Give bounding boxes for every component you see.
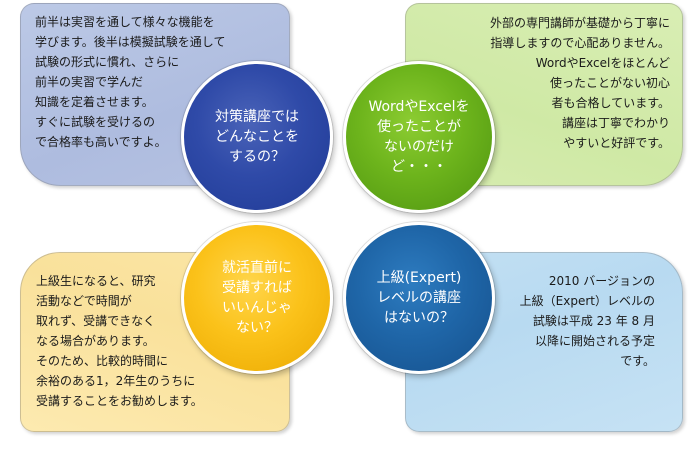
question-circle-timing: 就活直前に 受講すれば いいんじゃ ない？ <box>181 222 333 374</box>
question-beginner: WordやExcelを 使ったことが ないのだけ ど・・・ <box>368 99 470 175</box>
question-expert-level: 上級(Expert) レベルの講座 はないの？ <box>376 270 462 326</box>
answer-course-content: 前半は実習を通して様々な機能を 学びます。後半は模擬試験を通して 試験の形式に慣… <box>35 15 226 149</box>
answer-timing: 上級生になると、研究 活動などで時間が 取れず、受講できなく なる場合があります… <box>36 274 203 408</box>
question-course-content: 対策講座では どんなことを するの？ <box>215 109 299 165</box>
question-circle-beginner: WordやExcelを 使ったことが ないのだけ ど・・・ <box>343 61 495 213</box>
answer-beginner: 外部の専門講師が基礎から丁寧に 指導しますので心配ありません。 WordやExc… <box>489 16 670 150</box>
question-timing: 就活直前に 受講すれば いいんじゃ ない？ <box>222 260 292 336</box>
question-circle-course-content: 対策講座では どんなことを するの？ <box>181 61 333 213</box>
question-circle-expert-level: 上級(Expert) レベルの講座 はないの？ <box>343 222 495 374</box>
answer-expert-level: 2010 バージョンの 上級（Expert）レベルの 試験は平成 23 年 8 … <box>519 274 655 368</box>
